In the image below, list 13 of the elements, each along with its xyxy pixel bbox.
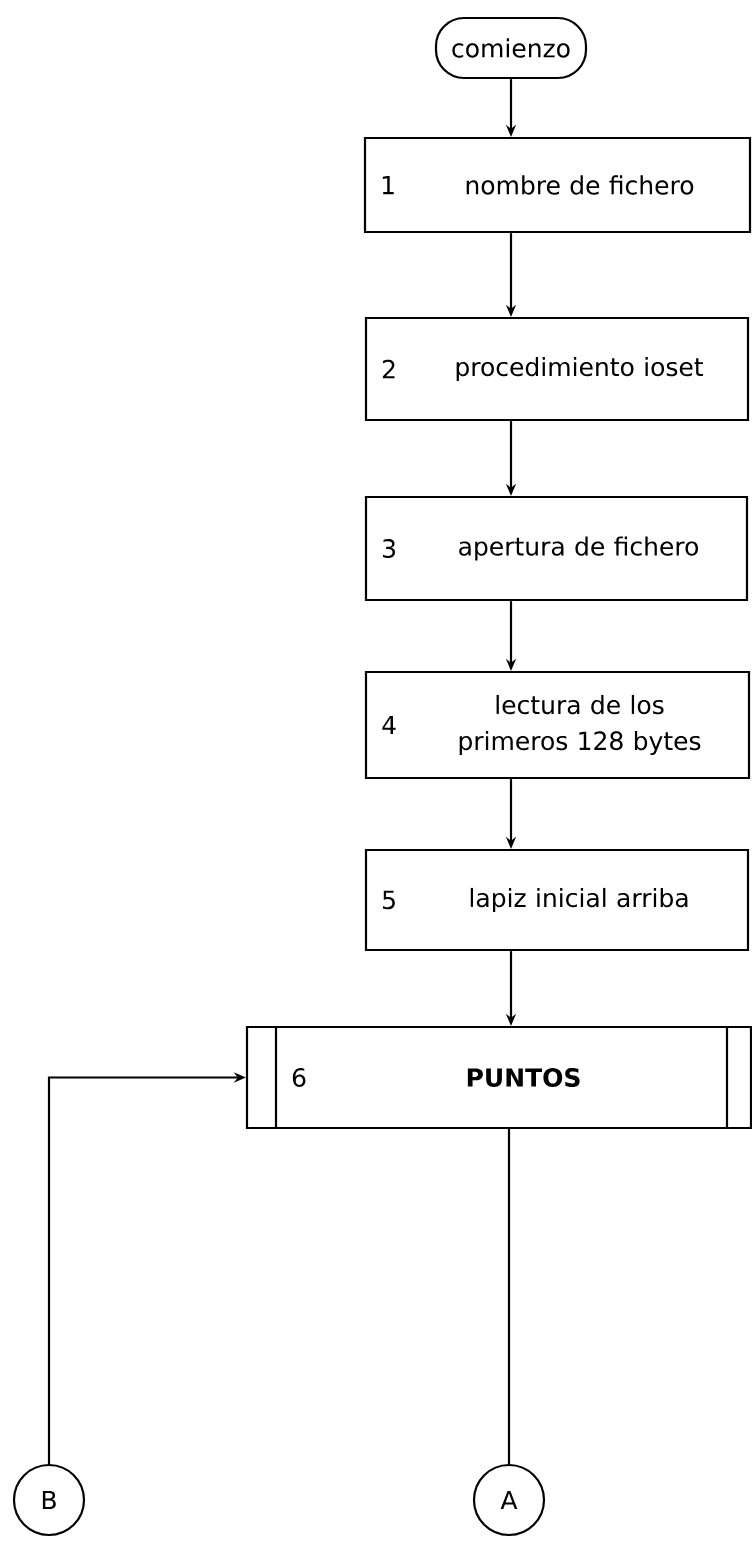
step-number: 2 [382, 359, 395, 379]
start-terminal: comienzo [434, 16, 588, 80]
step-number: 1 [382, 175, 394, 195]
process-box: 3 apertura de fichero [364, 495, 749, 602]
process-box: 1 nombre de fichero [363, 136, 752, 234]
step-number: 3 [383, 539, 395, 558]
step-number: 6 [292, 1068, 306, 1087]
process-box: 5 lapiz inicial arriba [364, 848, 750, 952]
step-number: 5 [383, 890, 395, 910]
step-number: 4 [382, 715, 396, 735]
subroutine-box: 6 PUNTOS [245, 1025, 752, 1130]
process-box: 2 procedimiento ioset [364, 316, 750, 422]
process-box: 4 lectura de los primeros 128 bytes [364, 670, 751, 780]
